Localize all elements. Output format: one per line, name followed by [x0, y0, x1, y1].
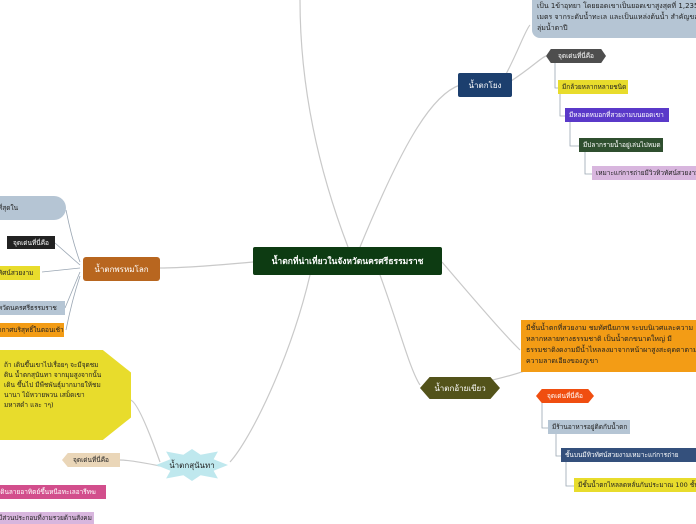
sunantha-description: ถ้า เดินขึ้นเขาไปเรื่อยๆ จะมีจุดชม ดิน น…	[0, 350, 131, 440]
leaf-line-tr-3	[569, 122, 579, 147]
connector-left	[159, 261, 254, 269]
yong-highlight-header[interactable]: จุดเด่นที่นี่คือ	[546, 49, 606, 63]
branch-ai-khiao-waterfall[interactable]: น้ำตกอ้ายเขียว	[420, 377, 500, 399]
ai-khiao-item-2[interactable]: ชั้นบนมีทิวทัศน์สวยงามเหมาะแก่การถ่าย	[561, 448, 696, 462]
leaf-line-tr-2	[559, 94, 565, 117]
leaf-line-l-2	[54, 242, 81, 266]
phrom-lok-item-5[interactable]: ากาศบริสุทธิ์ในตอนเช้า	[0, 323, 64, 337]
phrom-lok-item-1[interactable]: ที่สุดใน	[0, 196, 66, 220]
phrom-lok-item-3[interactable]: ทัศน์สวยงาม	[0, 266, 40, 280]
connector-bottom-left	[229, 274, 311, 463]
branch-yong-waterfall[interactable]: น้ำตกโยง	[458, 73, 512, 97]
connector-bottom-right-main	[441, 261, 521, 351]
leaf-line-br-3	[565, 462, 574, 487]
connector-top-right-main	[359, 84, 461, 248]
yong-description: เป็น 1ข้าอุทยา โดยยอดเขาเป็นยอดเขาสูงสุด…	[532, 0, 696, 38]
yong-item-1[interactable]: มีกล้วยหลากหลายชนิด	[558, 80, 628, 94]
central-topic[interactable]: น้ำตกที่น่าเที่ยวในจังหวัดนครศรีธรรมราช	[253, 247, 442, 275]
leaf-line-l-4	[64, 271, 81, 309]
connector-top-right	[299, 0, 349, 248]
connector-bottom-right	[379, 274, 421, 386]
leaf-line-l-1	[65, 209, 81, 263]
leaf-line-br-1	[541, 401, 548, 429]
connector-bottom-left-sub	[119, 459, 161, 467]
phrom-lok-item-4[interactable]: หวัดนครศรีธรรมราช	[0, 301, 65, 315]
sunantha-highlight-header[interactable]: จุดเด่นที่นี่คือ	[62, 453, 120, 467]
ai-khiao-highlight-header[interactable]: จุดเด่นที่นี่คือ	[536, 389, 594, 403]
yong-item-2[interactable]: มีหลอดหมอกที่สวยงามบนยอดเขา	[565, 108, 669, 122]
yong-item-3[interactable]: มีปลากรายน้ำอยู่เล่นไปหมด	[579, 138, 663, 152]
ai-khiao-item-3[interactable]: มีชั้นน้ำตกไหลลดหลั่นกันประมาณ 100 ชั้น	[574, 478, 696, 492]
yong-item-4[interactable]: เหมาะแก่การถ่ายมีวิวทิวทัศน์สวยงาม	[592, 166, 696, 180]
sunantha-item-1[interactable]: เดินลายอาทิตย์ขึ้นหนือทะเลอารีทฆ	[0, 485, 106, 499]
connector-bottom-left-desc	[129, 399, 161, 463]
leaf-line-br-2	[555, 434, 561, 457]
leaf-line-l-5	[65, 275, 81, 331]
leaf-line-tr-1	[554, 62, 558, 89]
branch-phrom-lok-waterfall[interactable]: น้ำตกพรหมโลก	[83, 257, 160, 281]
ai-khiao-item-1[interactable]: มีร้านอาหารอยู่ติดกับน้ำตก	[548, 420, 630, 434]
sunantha-item-2[interactable]: มีส่วนประกอบที่งามรวยด้านสังคม	[0, 512, 94, 524]
leaf-line-l-3	[41, 267, 81, 273]
leaf-line-tr-4	[584, 152, 592, 175]
branch-sunantha-waterfall[interactable]: น้ำตกสุนันทา	[156, 449, 228, 481]
phrom-lok-item-2[interactable]: จุดเด่นที่นี่คือ	[7, 236, 55, 249]
ai-khiao-description: มีชั้นน้ำตกที่สวยงาม ชมทัศนียภาพ ระบบนิเ…	[521, 320, 696, 372]
